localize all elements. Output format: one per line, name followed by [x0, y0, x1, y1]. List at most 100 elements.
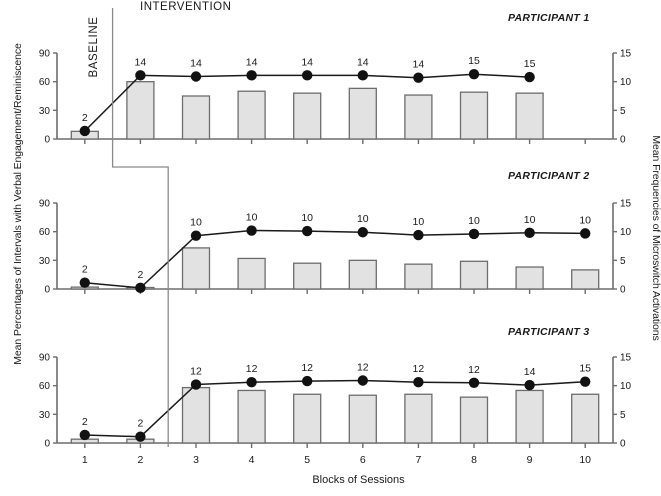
- left-axis-tick-label: 30: [39, 410, 51, 421]
- panel-title-participant-3: PARTICIPANT 3: [508, 326, 590, 338]
- left-axis-tick-label: 90: [39, 353, 51, 364]
- data-point-marker: [413, 377, 424, 388]
- panel-title-participant-2: PARTICIPANT 2: [508, 170, 590, 182]
- bar: [515, 266, 544, 290]
- left-axis-tick-label: 0: [44, 135, 50, 146]
- data-point-marker: [524, 71, 535, 83]
- x-axis-tick-label: 2: [137, 454, 143, 466]
- data-line: [84, 229, 586, 289]
- left-axis-tick-label: 90: [39, 199, 51, 210]
- point-value-label: 10: [579, 214, 591, 226]
- data-point-marker: [580, 376, 591, 387]
- point-value-label: 12: [246, 363, 258, 375]
- bar: [237, 389, 266, 444]
- point-value-label: 14: [190, 58, 202, 70]
- x-axis-tick-label: 5: [304, 454, 310, 466]
- right-axis-tick-label: 15: [620, 199, 632, 210]
- x-axis-tick-label: 1: [82, 454, 88, 466]
- bar: [181, 247, 211, 290]
- point-value-label: 12: [301, 362, 313, 374]
- right-axis-tick-label: 10: [620, 381, 632, 392]
- point-value-label: 10: [190, 217, 202, 229]
- data-point-marker: [468, 228, 480, 240]
- data-point-marker: [468, 377, 480, 388]
- point-value-label: 12: [468, 364, 480, 376]
- left-axis-tick-label: 0: [44, 439, 50, 450]
- bar: [459, 260, 489, 290]
- data-point-marker: [246, 225, 257, 236]
- right-axis-tick-label: 15: [620, 49, 632, 60]
- data-point-marker: [190, 71, 202, 82]
- data-point-marker: [79, 277, 91, 288]
- right-axis-tick-label: 10: [620, 227, 632, 238]
- point-value-label: 14: [135, 56, 147, 68]
- x-axis-tick-label: 6: [360, 454, 366, 466]
- left-axis-tick-label: 60: [39, 381, 51, 392]
- data-point-marker: [135, 282, 146, 294]
- bar: [404, 393, 433, 444]
- point-value-label: 2: [137, 418, 143, 430]
- point-value-label: 12: [357, 362, 369, 374]
- bar: [293, 393, 322, 444]
- point-value-label: 15: [468, 55, 480, 67]
- right-axis-tick-label: 0: [620, 285, 626, 296]
- point-value-label: 12: [413, 363, 425, 375]
- point-value-label: 14: [301, 56, 313, 68]
- bar: [348, 394, 377, 444]
- data-point-marker: [413, 229, 424, 241]
- data-point-marker: [357, 70, 368, 81]
- data-point-marker: [302, 375, 313, 387]
- data-point-marker: [302, 225, 313, 237]
- left-axis-tick-label: 0: [44, 285, 50, 296]
- data-point-marker: [524, 379, 535, 391]
- point-value-label: 10: [468, 215, 480, 227]
- x-axis-label-text: Blocks of Sessions: [312, 474, 405, 486]
- bar: [571, 393, 600, 444]
- point-value-label: 10: [301, 212, 313, 224]
- data-point-marker: [135, 70, 146, 81]
- right-axis-tick-label: 5: [620, 256, 626, 267]
- bar: [126, 81, 155, 140]
- bar: [237, 257, 266, 290]
- x-axis-tick-label: 8: [471, 454, 477, 466]
- bar: [515, 389, 544, 444]
- right-axis-tick-label: 5: [620, 410, 626, 421]
- right-axis-tick-label: 5: [620, 106, 626, 117]
- data-point-marker: [246, 377, 257, 388]
- point-value-label: 10: [246, 212, 258, 224]
- data-point-marker: [302, 70, 313, 81]
- data-point-marker: [79, 125, 91, 137]
- point-value-label: 14: [357, 56, 369, 68]
- bar: [181, 95, 211, 140]
- data-point-marker: [357, 375, 368, 386]
- data-point-marker: [190, 230, 202, 241]
- bar: [348, 259, 377, 290]
- point-value-label: 10: [413, 216, 425, 228]
- x-axis-tick-label: 10: [579, 454, 591, 466]
- point-value-label: 10: [357, 213, 369, 225]
- right-axis-tick-label: 10: [620, 77, 632, 88]
- point-value-label: 10: [524, 214, 536, 226]
- bar: [404, 263, 433, 290]
- bar: [348, 87, 377, 140]
- left-axis-tick-label: 60: [39, 77, 51, 88]
- data-point-marker: [580, 228, 591, 239]
- point-value-label: 2: [82, 416, 88, 428]
- left-axis-tick-label: 90: [39, 49, 51, 60]
- point-value-label: 15: [579, 363, 591, 375]
- point-value-label: 14: [413, 59, 425, 71]
- data-point-marker: [79, 429, 91, 441]
- bar: [181, 386, 211, 444]
- bar: [515, 92, 544, 140]
- right-axis-tick-label: 0: [620, 135, 626, 146]
- data-point-marker: [524, 227, 535, 239]
- data-point-marker: [246, 70, 257, 81]
- bar: [237, 90, 266, 140]
- point-value-label: 2: [82, 112, 88, 124]
- point-value-label: 2: [137, 269, 143, 281]
- point-value-label: 14: [246, 56, 258, 68]
- bar: [293, 262, 322, 290]
